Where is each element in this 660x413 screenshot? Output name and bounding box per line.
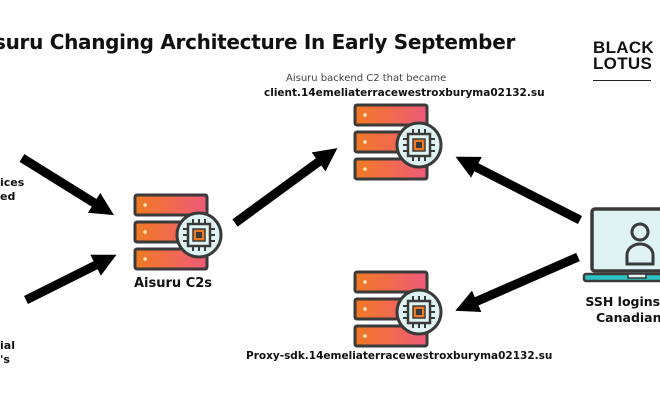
laptop-user-icon bbox=[582, 207, 660, 283]
logo-line1: BLACK bbox=[593, 38, 654, 57]
backend-c2-server-icon bbox=[353, 103, 443, 181]
page-title: suru Changing Architecture In Early Sept… bbox=[0, 30, 516, 54]
black-lotus-logo: BLACK LOTUS bbox=[593, 38, 654, 73]
ssh-label: SSH logins Canadian bbox=[584, 294, 660, 326]
ssh-label-line1: SSH logins bbox=[585, 294, 660, 309]
left-bottom-line2: 's bbox=[0, 353, 10, 366]
arrow-left-top-to-c2s bbox=[19, 154, 114, 216]
arrow-left-bottom-to-c2s bbox=[23, 254, 117, 305]
proxy-label: Proxy-sdk.14emeliaterracewestroxburyma02… bbox=[246, 350, 553, 362]
left-top-label: ices ed bbox=[0, 176, 24, 204]
logo-line2: LOTUS bbox=[593, 54, 653, 73]
logo-divider bbox=[593, 80, 651, 81]
left-top-line1: ices bbox=[0, 176, 25, 189]
ssh-label-line2: Canadian bbox=[596, 310, 660, 325]
arrow-ssh-to-backend bbox=[455, 156, 583, 225]
arrow-ssh-to-proxy bbox=[455, 252, 580, 313]
left-top-line2: ed bbox=[0, 190, 16, 203]
backend-c2-label: client.14emeliaterracewestroxburyma02132… bbox=[264, 87, 545, 99]
proxy-server-icon bbox=[353, 270, 443, 348]
left-bottom-label: ial 's bbox=[0, 339, 15, 367]
left-bottom-line1: ial bbox=[0, 339, 15, 352]
aisuru-c2s-label: Aisuru C2s bbox=[134, 276, 213, 291]
aisuru-c2s-server-icon bbox=[133, 193, 223, 271]
arrow-c2s-to-backend bbox=[232, 148, 338, 227]
backend-c2-caption: Aisuru backend C2 that became bbox=[286, 73, 447, 84]
